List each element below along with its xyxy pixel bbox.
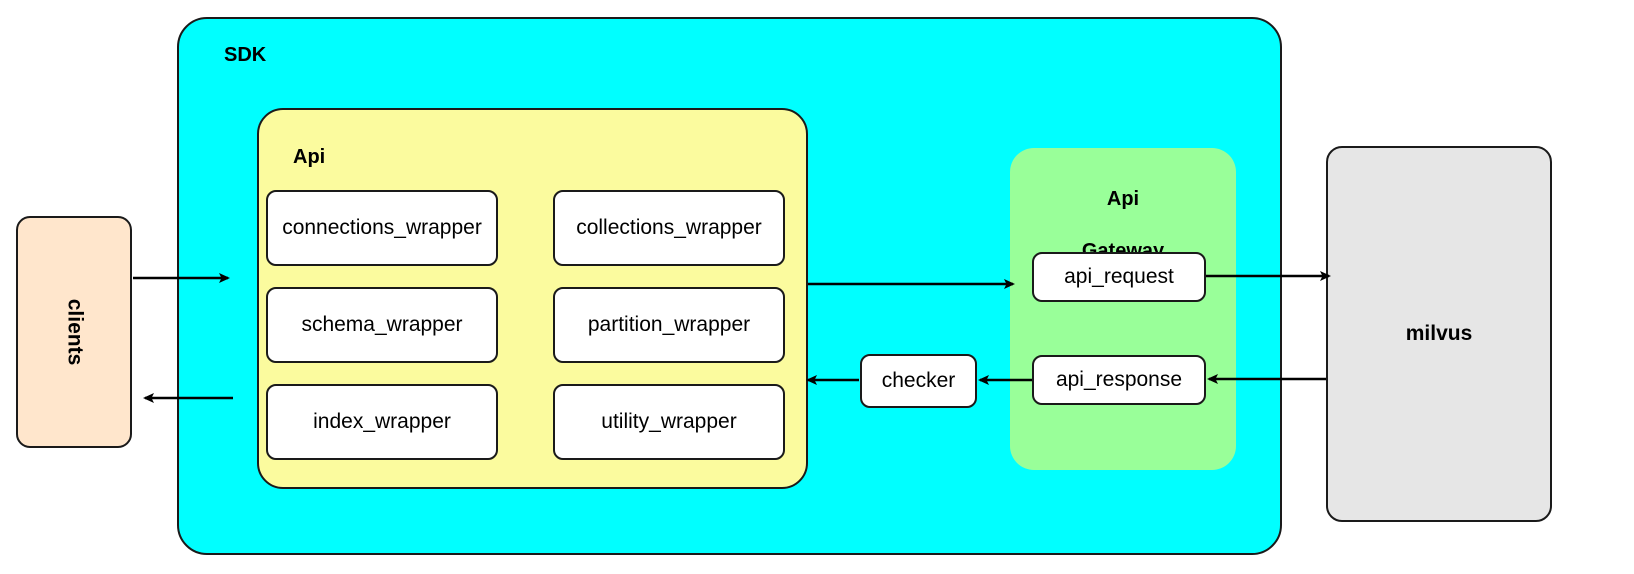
node-checker[interactable]: checker: [860, 354, 977, 408]
clients-label: clients: [63, 298, 86, 366]
sdk-label: SDK: [224, 44, 267, 66]
api-gateway-container: Api Gateway: [1010, 148, 1236, 470]
node-label: checker: [881, 368, 956, 392]
node-label: partition_wrapper: [587, 312, 751, 336]
node-connections-wrapper[interactable]: connections_wrapper: [266, 190, 498, 266]
api-gateway-label-line1: Api: [1106, 188, 1140, 210]
api-wrapper-label-line1: Api: [293, 146, 326, 168]
node-label: schema_wrapper: [301, 312, 463, 336]
node-collections-wrapper[interactable]: collections_wrapper: [553, 190, 785, 266]
node-label: connections_wrapper: [282, 215, 482, 239]
node-partition-wrapper[interactable]: partition_wrapper: [553, 287, 785, 363]
clients-node[interactable]: clients: [16, 216, 132, 448]
node-api-request[interactable]: api_request: [1032, 252, 1206, 302]
node-utility-wrapper[interactable]: utility_wrapper: [553, 384, 785, 460]
node-label: api_response: [1055, 367, 1183, 391]
node-index-wrapper[interactable]: index_wrapper: [266, 384, 498, 460]
node-schema-wrapper[interactable]: schema_wrapper: [266, 287, 498, 363]
node-label: utility_wrapper: [601, 409, 737, 433]
node-api-response[interactable]: api_response: [1032, 355, 1206, 405]
node-label: index_wrapper: [313, 409, 451, 433]
milvus-node[interactable]: milvus: [1326, 146, 1552, 522]
node-label: api_request: [1064, 264, 1174, 288]
milvus-label: milvus: [1405, 322, 1473, 345]
node-label: collections_wrapper: [576, 215, 762, 239]
